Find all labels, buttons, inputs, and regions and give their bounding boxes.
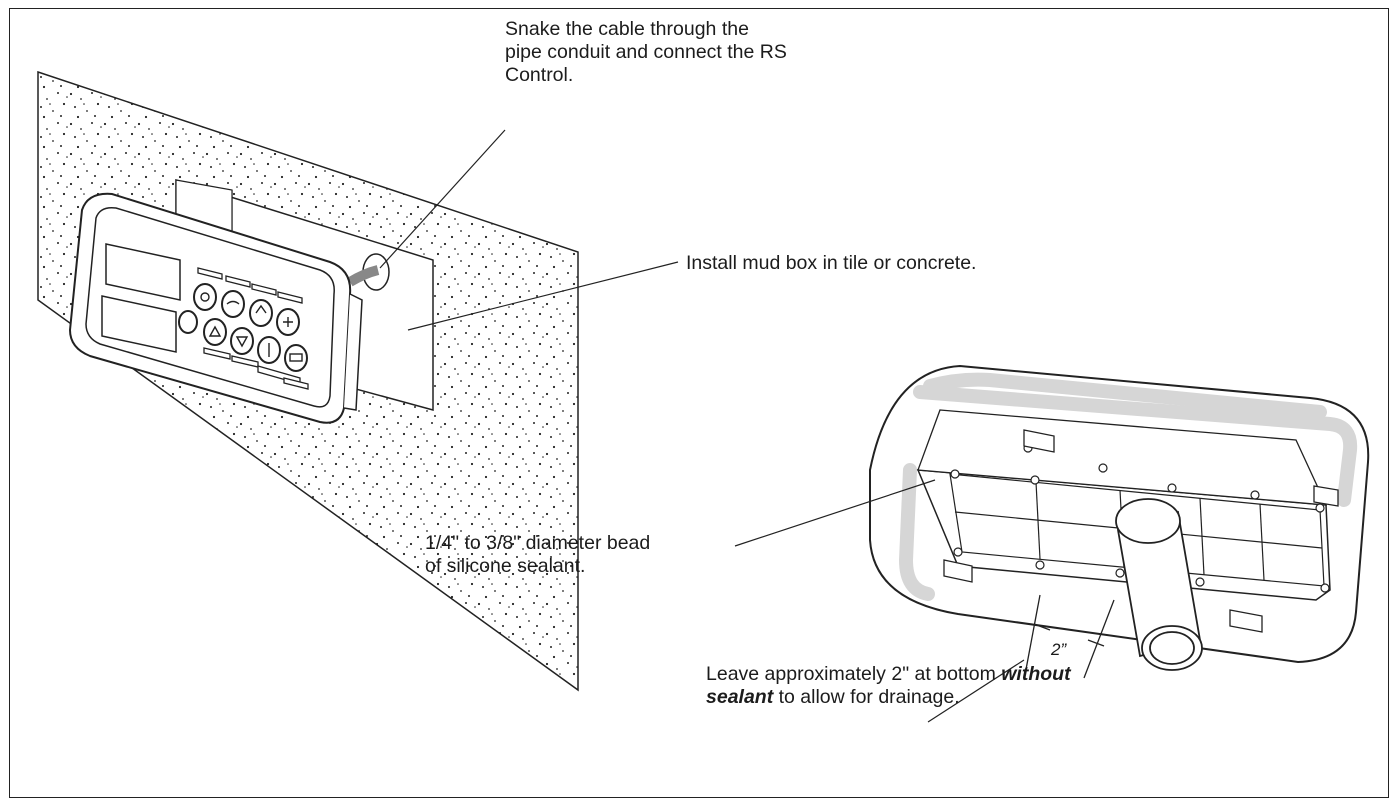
figure-frame bbox=[9, 8, 1389, 798]
down-button-icon bbox=[230, 327, 254, 355]
mode-button-icon bbox=[178, 310, 198, 334]
dimension-label: 2” bbox=[1051, 640, 1067, 659]
callout-snake-cable: Snake the cable through the pipe conduit… bbox=[505, 18, 787, 86]
rs-control-panel bbox=[68, 192, 363, 424]
pump-button-icon bbox=[284, 344, 308, 372]
leader-line-bead bbox=[734, 479, 936, 547]
callout-drainage: Leave approximately 2" at bottom without… bbox=[706, 663, 1071, 708]
blower-button-icon bbox=[249, 299, 273, 327]
leader-line-cable bbox=[379, 129, 506, 269]
drain-pipe bbox=[1115, 498, 1203, 671]
label-window bbox=[101, 295, 177, 353]
callout-sealant-bead: 1/4" to 3/8" diameter bead of silicone s… bbox=[425, 532, 651, 577]
callout-mud-box: Install mud box in tile or concrete. bbox=[686, 252, 977, 274]
leader-line-drainage bbox=[927, 659, 1025, 723]
leader-line-mudbox bbox=[407, 261, 679, 331]
two-inch-dimension bbox=[1023, 594, 1115, 681]
mud-box-rear-view bbox=[869, 364, 1370, 671]
sealant-bead bbox=[898, 385, 1358, 601]
up-button-icon bbox=[203, 318, 227, 346]
light-button-icon bbox=[193, 283, 217, 311]
display-window bbox=[105, 243, 181, 301]
cable bbox=[347, 265, 380, 287]
jets-button-icon bbox=[221, 290, 245, 318]
